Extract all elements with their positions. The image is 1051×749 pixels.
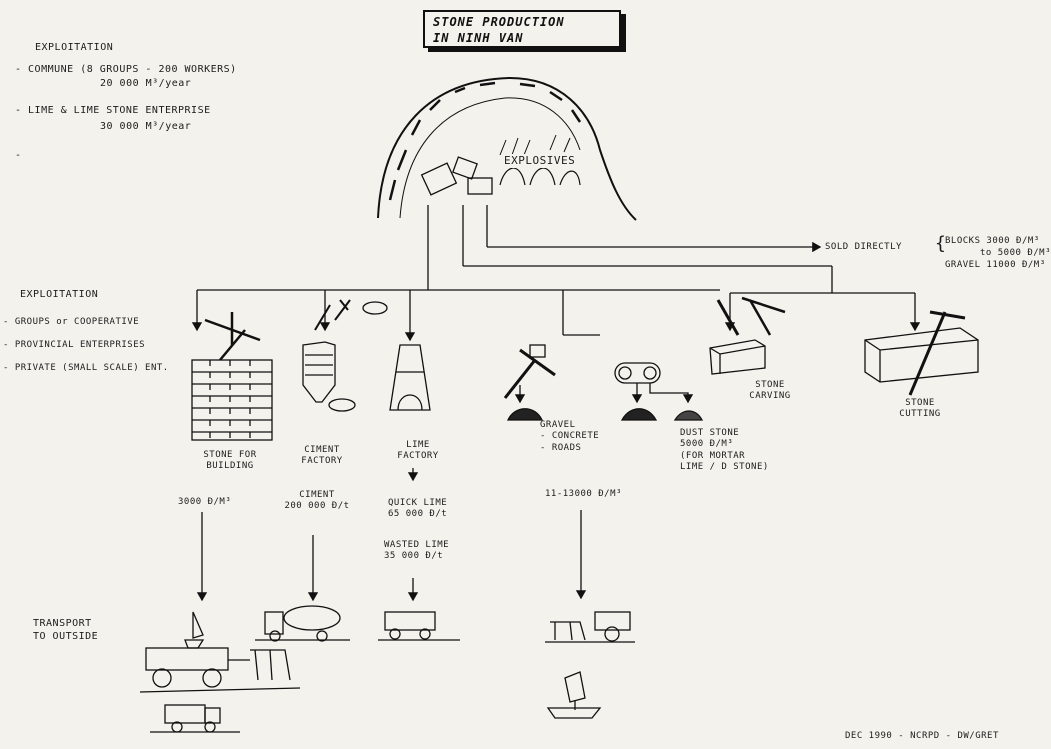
enterprise-volume: 30 000 M³/year (100, 121, 192, 132)
gravel-direct-price: GRAVEL 11000 Đ/M³ (945, 260, 1046, 270)
empty-bullet: - (15, 150, 22, 161)
private-label: - PRIVATE (SMALL SCALE) ENT. (3, 363, 169, 373)
gravel-price: 11-13000 Đ/M³ (545, 489, 622, 499)
enterprise-label: - LIME & LIME STONE ENTERPRISE (15, 105, 211, 116)
sold-directly-label: SOLD DIRECTLY (825, 242, 902, 252)
stone-block (452, 156, 478, 180)
exploitation-heading: EXPLOITATION (35, 42, 114, 53)
building-stone-icon (191, 312, 273, 441)
quarry-rock (377, 76, 637, 221)
conveyor-icon (614, 362, 704, 421)
stone-block (420, 162, 458, 196)
exploitation-left-heading: EXPLOITATION (20, 289, 99, 300)
sailboat-icon (184, 611, 205, 649)
groups-label: - GROUPS or COOPERATIVE (3, 317, 140, 327)
stone-cutting-icon (864, 310, 979, 396)
blocks-price: BLOCKS 3000 Đ/M³ (945, 236, 1040, 246)
title-line-1: STONE PRODUCTION (433, 15, 565, 29)
lime-factory-icon (389, 344, 431, 411)
commune-label: - COMMUNE (8 GROUPS - 200 WORKERS) (15, 64, 237, 75)
explosives-label: EXPLOSIVES (502, 154, 578, 168)
brace: { (935, 233, 947, 254)
diagram-title: STONE PRODUCTION IN NINH VAN (423, 10, 621, 48)
blocks-price-max: to 5000 Đ/M³ (980, 248, 1051, 258)
horse-cart-icon (545, 611, 635, 643)
provincial-label: - PROVINCIAL ENTERPRISES (3, 340, 146, 350)
commune-volume: 20 000 M³/year (100, 78, 192, 89)
ciment-factory-icon (302, 299, 388, 412)
footer-credit: DEC 1990 - NCRPD - DW/GRET (845, 731, 999, 741)
stone-carving-icon (709, 296, 786, 375)
lime-truck-icon (378, 611, 460, 641)
dump-truck-icon (150, 704, 240, 733)
gravel-label: GRAVEL- CONCRETE- ROADS (540, 420, 600, 453)
ox-cart-icon (139, 647, 301, 693)
building-stone-price: 3000 Đ/M³ (178, 497, 232, 507)
stone-block (467, 177, 493, 195)
gravel-crusher-icon (503, 344, 556, 421)
mixer-truck-icon (255, 605, 350, 642)
junk-boat-icon (546, 671, 602, 719)
title-line-2: IN NINH VAN (433, 31, 524, 46)
